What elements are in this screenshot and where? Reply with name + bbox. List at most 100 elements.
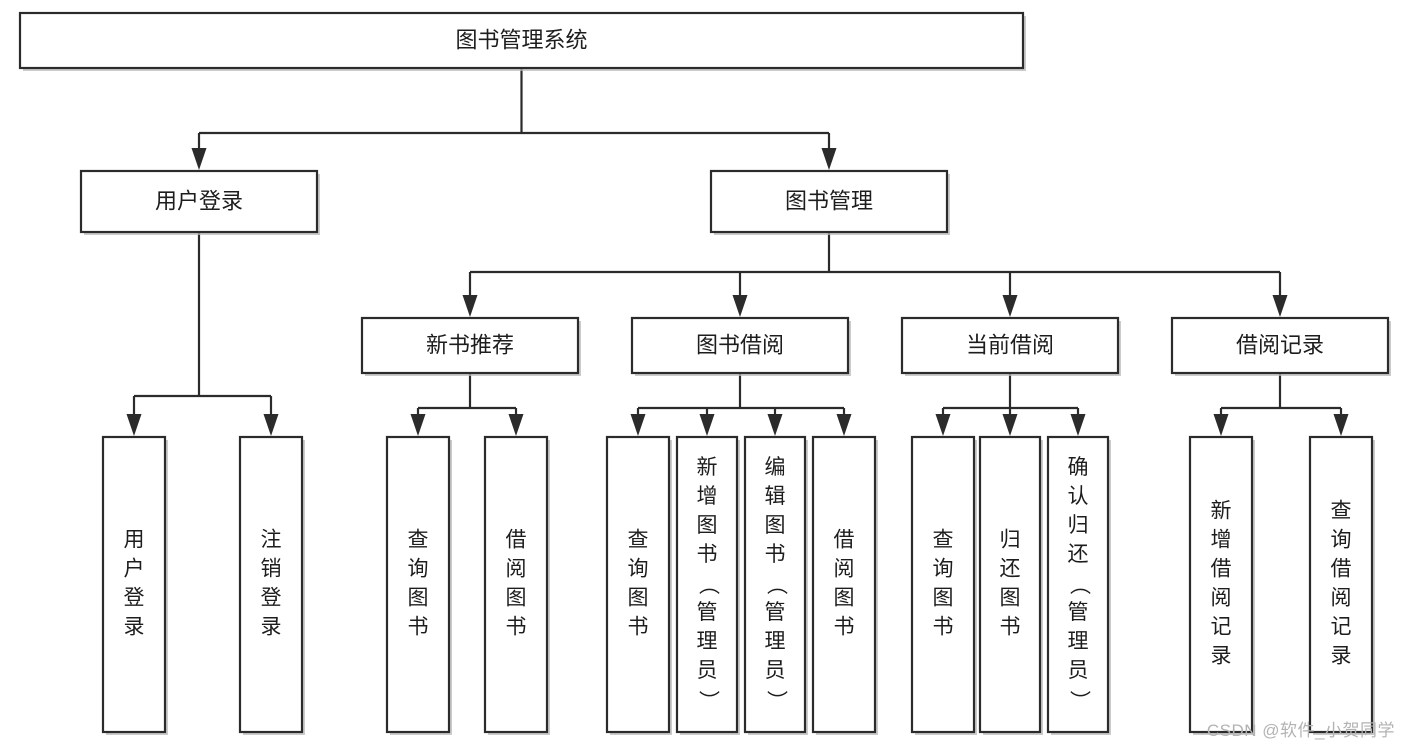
node-root[interactable]: 图书管理系统 [18, 11, 1026, 71]
node-box[interactable] [743, 435, 807, 734]
node-box[interactable] [238, 435, 304, 734]
connector-group-new-book-recommend [410, 373, 524, 436]
arrow-head-icon [1333, 414, 1349, 436]
node-leaf-user-login[interactable]: 用户登录 [101, 435, 168, 735]
node-label-char: ） [764, 690, 787, 711]
node-box[interactable] [675, 435, 739, 734]
node-label-char: 确 [1068, 456, 1089, 479]
connector-group-root [191, 68, 837, 170]
node-box[interactable] [18, 11, 1025, 70]
node-box[interactable] [630, 316, 850, 375]
node-box[interactable] [900, 316, 1120, 375]
node-current-borrow[interactable]: 当前借阅 [900, 316, 1121, 376]
node-label: 新书推荐 [426, 332, 514, 357]
node-label-char: 图 [628, 587, 649, 610]
connector-layer [126, 68, 1349, 436]
node-label-char: 录 [261, 616, 282, 639]
node-label-char: 阅 [834, 558, 855, 581]
arrow-head-icon [767, 414, 783, 436]
node-box[interactable] [1046, 435, 1110, 734]
node-label-char: 书 [628, 616, 649, 639]
node-label-char: 理 [697, 630, 718, 653]
node-box[interactable] [483, 435, 549, 734]
node-box[interactable] [1188, 435, 1254, 734]
node-new-book-recommend[interactable]: 新书推荐 [360, 316, 581, 376]
node-label-char: 书 [765, 543, 786, 566]
node-label-char: 阅 [1211, 587, 1232, 610]
connector-group-user-login [126, 232, 279, 436]
node-box[interactable] [79, 169, 319, 234]
connector-group-borrow-record [1213, 373, 1349, 436]
node-label-char: 编 [765, 456, 786, 479]
node-label-char: 阅 [1331, 587, 1352, 610]
node-box[interactable] [1170, 316, 1390, 375]
node-label-char: 理 [765, 630, 786, 653]
node-label-char: 查 [933, 529, 954, 552]
node-label-char: 户 [124, 558, 145, 581]
node-label-char: 记 [1211, 616, 1232, 639]
node-label: 图书管理系统 [455, 27, 587, 52]
node-book-manage[interactable]: 图书管理 [709, 169, 950, 235]
node-user-login[interactable]: 用户登录 [79, 169, 320, 235]
arrow-head-icon [1070, 414, 1086, 436]
node-box[interactable] [910, 435, 976, 734]
node-label-char: 借 [506, 529, 527, 552]
node-borrow-record[interactable]: 借阅记录 [1170, 316, 1391, 376]
node-label-char: 阅 [506, 558, 527, 581]
node-label-char: 还 [1000, 558, 1021, 581]
node-label-char: 登 [124, 587, 145, 610]
node-book-borrow[interactable]: 图书借阅 [630, 316, 851, 376]
node-label: 当前借阅 [966, 332, 1054, 357]
node-label-char: 增 [697, 485, 718, 508]
node-label-char: 书 [408, 616, 429, 639]
node-label-char: 销 [261, 558, 282, 581]
arrow-head-icon [410, 414, 426, 436]
arrow-head-icon [935, 414, 951, 436]
node-label-char: （ [1067, 574, 1090, 595]
node-label-char: 管 [697, 601, 718, 624]
arrow-head-icon [699, 414, 715, 436]
node-label-char: 查 [408, 529, 429, 552]
node-label-char: （ [696, 574, 719, 595]
node-box[interactable] [978, 435, 1042, 734]
node-box[interactable] [360, 316, 580, 375]
node-box[interactable] [709, 169, 949, 234]
node-label-char: 图 [697, 514, 718, 537]
node-box[interactable] [811, 435, 877, 734]
node-label-char: 理 [1068, 630, 1089, 653]
arrow-head-icon [630, 414, 646, 436]
arrow-head-icon [821, 148, 837, 170]
node-box[interactable] [101, 435, 167, 734]
node-label-char: 图 [765, 514, 786, 537]
node-label-char: ） [1067, 690, 1090, 711]
node-label-char: 录 [1331, 645, 1352, 668]
node-box[interactable] [385, 435, 451, 734]
node-label-char: 辑 [765, 485, 786, 508]
node-box[interactable] [1308, 435, 1374, 734]
arrow-head-icon [1002, 414, 1018, 436]
node-label-char: 图 [834, 587, 855, 610]
node-label-char: 用 [124, 529, 145, 552]
node-label: 图书管理 [785, 188, 873, 213]
connector-group-book-manage [462, 232, 1288, 317]
node-box[interactable] [605, 435, 671, 734]
